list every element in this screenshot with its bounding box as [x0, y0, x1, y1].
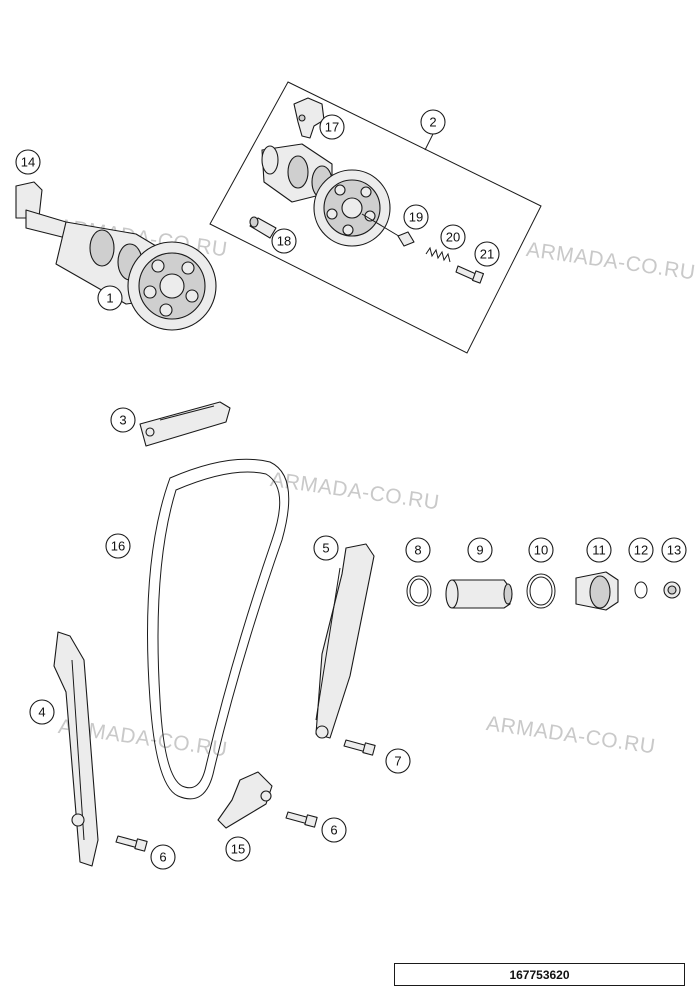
part-8-seal-ring	[406, 575, 432, 607]
callout-13: 13	[661, 537, 687, 563]
part-12-washer	[634, 581, 648, 599]
reference-number: 167753620	[394, 963, 685, 986]
callout-8: 8	[405, 537, 431, 563]
callout-3: 3	[110, 407, 136, 433]
part-11-tensioner-screw	[575, 571, 619, 611]
part-3-rail	[139, 401, 231, 447]
callout-label: 21	[480, 247, 494, 262]
callout-label: 10	[534, 543, 548, 558]
callout-label: 20	[446, 230, 460, 245]
part-4-guide-rail	[53, 631, 99, 867]
part-16-timing-chain	[147, 458, 290, 800]
callout-label: 18	[277, 234, 291, 249]
callout-1: 1	[97, 285, 123, 311]
part-5-tensioner-rail	[315, 543, 375, 739]
callout-6: 6	[321, 817, 347, 843]
part-14-bracket	[15, 181, 67, 239]
callout-17: 17	[319, 114, 345, 140]
part-21-bolt	[455, 265, 485, 284]
callout-6: 6	[150, 844, 176, 870]
callout-18: 18	[271, 228, 297, 254]
callout-label: 6	[159, 850, 166, 865]
callout-4: 4	[29, 699, 55, 725]
callout-10: 10	[528, 537, 554, 563]
callout-19: 19	[403, 204, 429, 230]
kit-frame	[209, 81, 542, 354]
callout-label: 9	[476, 543, 483, 558]
callout-label: 7	[394, 754, 401, 769]
callout-label: 16	[111, 539, 125, 554]
callout-11: 11	[586, 537, 612, 563]
part-15-guide	[217, 771, 273, 829]
part-19-decompressor-pin	[397, 231, 415, 247]
callout-label: 17	[325, 120, 339, 135]
callout-5: 5	[313, 535, 339, 561]
callout-label: 6	[330, 823, 337, 838]
part-20-spring	[425, 246, 451, 263]
callout-label: 2	[429, 115, 436, 130]
callout-label: 1	[106, 291, 113, 306]
part-7-bolt	[343, 739, 376, 756]
callout-20: 20	[440, 224, 466, 250]
callout-label: 12	[634, 543, 648, 558]
callout-label: 14	[21, 155, 35, 170]
part-6-bolt	[115, 835, 148, 852]
part-17-bracket	[293, 97, 325, 139]
part-18-pin	[249, 216, 277, 239]
part-6-bolt	[285, 811, 318, 828]
callout-15: 15	[225, 836, 251, 862]
part-9-tensioner-plunger	[445, 579, 513, 609]
callout-label: 13	[667, 543, 681, 558]
callout-12: 12	[628, 537, 654, 563]
callout-16: 16	[105, 533, 131, 559]
part-2-camshaft	[261, 143, 403, 247]
callout-label: 8	[414, 543, 421, 558]
callout-label: 3	[119, 413, 126, 428]
part-13-screw	[663, 581, 681, 599]
callout-label: 19	[409, 210, 423, 225]
callout-9: 9	[467, 537, 493, 563]
callout-label: 5	[322, 541, 329, 556]
callout-14: 14	[15, 149, 41, 175]
callout-21: 21	[474, 241, 500, 267]
callout-label: 15	[231, 842, 245, 857]
part-10-seal-ring	[526, 573, 556, 609]
callout-label: 11	[592, 543, 606, 558]
callout-2: 2	[420, 109, 446, 135]
callout-7: 7	[385, 748, 411, 774]
part-1-camshaft	[55, 221, 217, 331]
callout-label: 4	[38, 705, 45, 720]
